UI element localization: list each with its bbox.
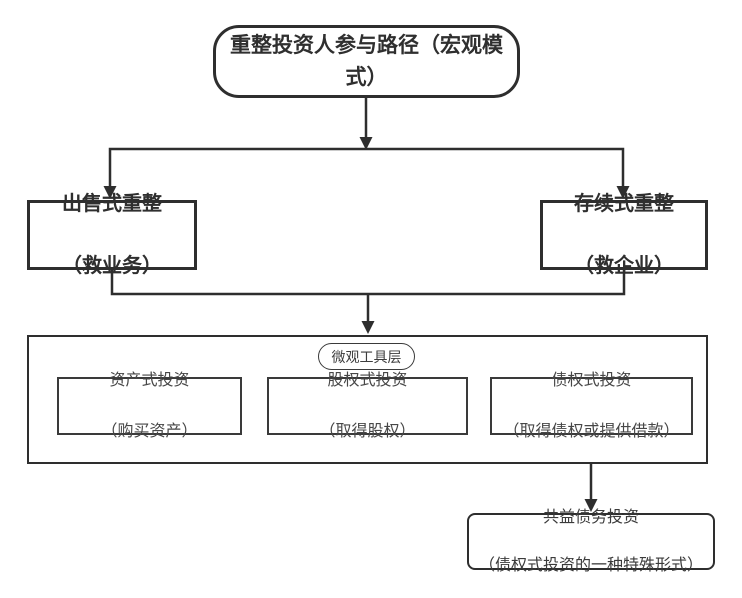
node-asset-investment: 资产式投资 （购买资产） (57, 372, 242, 440)
node-special-debt-investment: 共益债务投资 （债权式投资的一种特殊形式） (467, 509, 715, 574)
node-survival-restructuring: 存续式重整 （救企业） (540, 193, 708, 277)
node-survival-subtitle: （救企业） (574, 254, 674, 277)
node-asset-title: 资产式投资 (109, 371, 190, 389)
node-equity-title: 股权式投资 (327, 371, 408, 389)
node-special-subtitle: （债权式投资的一种特殊形式） (478, 556, 703, 574)
node-debt-label: 债权式投资 （取得债权或提供借款） (503, 368, 679, 445)
node-sale-restructuring: 出售式重整 （救业务） (27, 193, 197, 277)
tool-layer-label: 微观工具层 (331, 350, 402, 366)
node-root-label: 重整投资人参与路径（宏观模式） (230, 33, 503, 89)
node-asset-label: 资产式投资 （购买资产） (101, 368, 197, 445)
arrowhead-root (359, 137, 373, 150)
node-root: 重整投资人参与路径（宏观模式） (213, 25, 520, 98)
node-special-label: 共益债务投资 （债权式投资的一种特殊形式） (479, 506, 703, 578)
connector-split-bar (108, 147, 625, 187)
node-debt-investment: 债权式投资 （取得债权或提供借款） (490, 372, 693, 440)
node-survival-title: 存续式重整 (574, 192, 674, 215)
node-debt-subtitle: （取得债权或提供借款） (503, 422, 680, 440)
node-asset-subtitle: （购买资产） (101, 422, 198, 440)
arrowhead-tool-layer (361, 321, 375, 334)
node-survival-label: 存续式重整 （救企业） (574, 189, 674, 282)
node-debt-title: 债权式投资 (551, 371, 632, 389)
tool-layer-pill: 微观工具层 (318, 343, 415, 370)
node-sale-subtitle: （救业务） (62, 254, 162, 277)
node-equity-investment: 股权式投资 （取得股权） (267, 372, 468, 440)
node-sale-title: 出售式重整 (62, 192, 162, 215)
connector-merge-bar (110, 270, 626, 296)
node-sale-label: 出售式重整 （救业务） (62, 189, 162, 282)
node-special-title: 共益债务投资 (542, 508, 639, 526)
node-equity-subtitle: （取得股权） (319, 422, 416, 440)
node-equity-label: 股权式投资 （取得股权） (319, 368, 415, 445)
